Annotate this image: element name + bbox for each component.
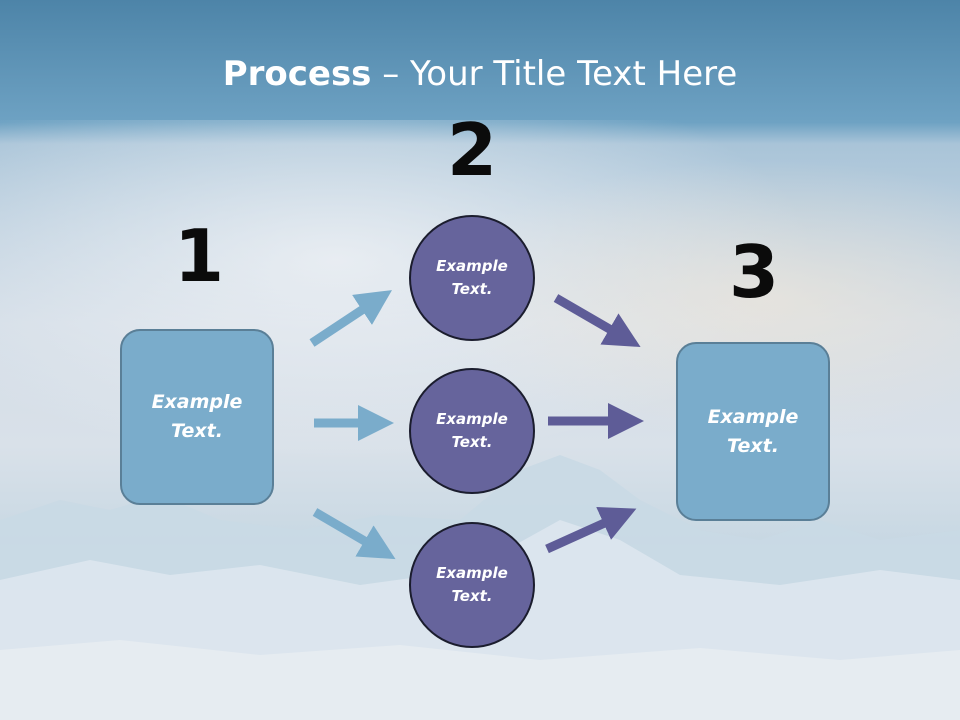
circle-top-line-1: Example: [436, 257, 508, 275]
right-box-line-1: Example: [707, 405, 799, 428]
step-number-1: 1: [173, 214, 225, 298]
circle-middle-line-2: Text.: [451, 433, 493, 451]
arrow-bottom-to-right: [545, 507, 637, 554]
circle-top-line-2: Text.: [451, 280, 493, 298]
arrow-left-to-top: [309, 290, 393, 347]
arrow-left-to-bottom: [312, 508, 396, 560]
title-bold: Process: [222, 54, 372, 94]
left-box-line-2: Text.: [171, 420, 223, 442]
title-rest: – Your Title Text Here: [371, 54, 738, 94]
step-number-2: 2: [446, 108, 498, 192]
circle-bottom-line-2: Text.: [451, 587, 493, 605]
step-number-3: 3: [728, 230, 780, 314]
left-box-line-1: Example: [151, 391, 243, 413]
circle-middle-line-1: Example: [436, 410, 508, 428]
slide-title: Process – Your Title Text Here: [0, 52, 960, 96]
right-box-line-2: Text.: [727, 434, 779, 457]
circle-bottom-line-1: Example: [436, 564, 508, 582]
arrow-top-to-right: [553, 294, 641, 348]
